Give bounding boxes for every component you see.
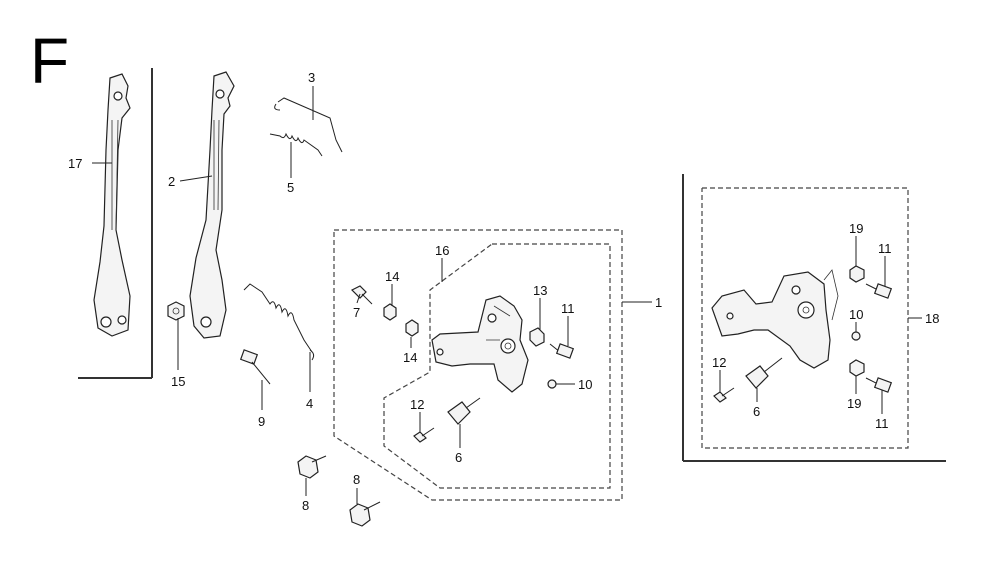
control-base-assembly-18[interactable] [711,269,839,369]
collar-6b[interactable] [745,357,783,389]
callout-12a: 12 [410,397,424,412]
flange-bolt-8b[interactable] [349,501,381,527]
screw-12a[interactable] [413,427,435,443]
callout-6b: 6 [753,404,760,419]
section-letter: F [30,25,69,97]
part-18-frame [682,174,946,462]
washer-14a[interactable] [383,303,397,321]
washer-10b[interactable] [851,331,861,341]
callout-12b: 12 [712,355,726,370]
collar-6a[interactable] [447,397,481,425]
callout-14a: 14 [385,269,399,284]
callout-8b: 8 [353,472,360,487]
nut-13[interactable] [529,327,545,347]
callout-8a: 8 [302,498,309,513]
screw-12b[interactable] [713,387,735,403]
callout-1: 1 [655,295,662,310]
bolt-11c[interactable] [865,377,893,393]
callout-7: 7 [353,305,360,320]
nut-19a[interactable] [849,265,865,283]
control-lever-17[interactable] [93,73,131,337]
assembly-1-boundary [333,229,623,501]
callout-9: 9 [258,414,265,429]
control-rod-3[interactable] [274,97,343,153]
callout-10b: 10 [849,307,863,322]
control-lever-2[interactable] [189,71,235,339]
callout-5: 5 [287,180,294,195]
callout-labels: 17 2 3 5 15 9 4 8 8 14 7 14 16 13 11 1 1… [68,70,939,513]
control-base-assembly-1[interactable] [431,295,529,393]
governor-spring-4[interactable] [243,283,315,361]
callout-19a: 19 [849,221,863,236]
bolt-11b[interactable] [865,283,893,299]
callout-6a: 6 [455,450,462,465]
callout-4: 4 [306,396,313,411]
bolt-9[interactable] [239,349,271,385]
callout-11b: 11 [878,241,892,256]
spring-5[interactable] [269,132,323,157]
callout-15: 15 [171,374,185,389]
screw-7[interactable] [350,285,373,305]
callout-17: 17 [68,156,82,171]
callout-10a: 10 [578,377,592,392]
washer-14b[interactable] [405,319,419,337]
callout-18: 18 [925,311,939,326]
bolt-11a[interactable] [549,343,575,359]
part-17-frame [78,68,153,379]
flange-bolt-8a[interactable] [297,455,327,479]
callout-14b: 14 [403,350,417,365]
callout-11c: 11 [875,416,889,431]
callout-19b: 19 [847,396,861,411]
leader-lines [92,86,922,504]
callout-16: 16 [435,243,449,258]
nut-19b[interactable] [849,359,865,377]
callout-3: 3 [308,70,315,85]
callout-11a: 11 [561,301,575,316]
flange-nut-15[interactable] [167,301,185,321]
callout-2: 2 [168,174,175,189]
callout-13: 13 [533,283,547,298]
washer-10a[interactable] [547,379,557,389]
